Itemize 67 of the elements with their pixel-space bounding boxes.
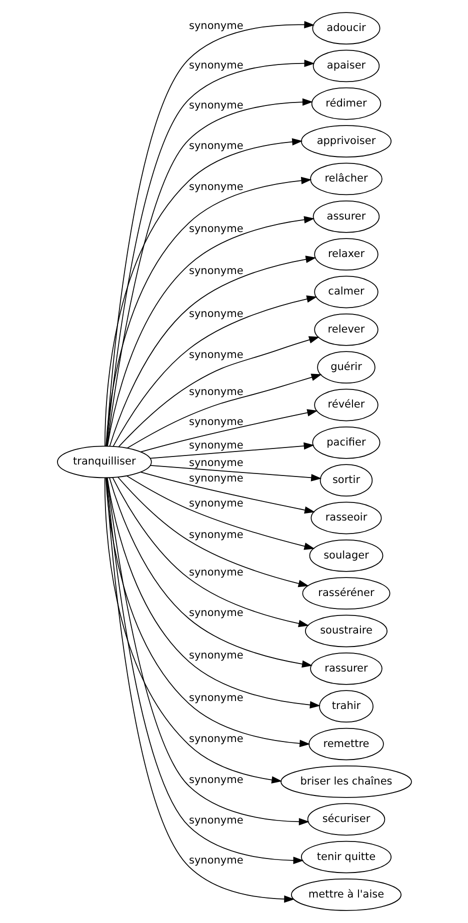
arrow: [117, 476, 308, 588]
edge-label: synonyme: [188, 606, 243, 619]
node-ellipse: pacifier: [312, 426, 380, 459]
edge-label: synonyme: [188, 59, 243, 72]
arrow: [105, 176, 312, 447]
node-ellipse: sortir: [319, 464, 372, 497]
arrow: [104, 138, 302, 447]
arrow: [118, 336, 320, 448]
node-ellipse: rédimer: [310, 87, 381, 120]
node-ellipse: apprivoiser: [300, 125, 392, 158]
node-ellipse: guérir: [316, 351, 375, 384]
node-ellipse: relâcher: [310, 162, 382, 196]
edge-label: synonyme: [188, 439, 243, 452]
edge-label: synonyme: [188, 854, 243, 867]
node-ellipse: apaiser: [312, 50, 380, 82]
node-ellipse: remettre: [308, 728, 384, 760]
arrow: [150, 464, 322, 482]
edge-label: synonyme: [188, 472, 243, 485]
edge-label: synonyme: [188, 386, 243, 398]
edge-label: synonyme: [188, 497, 243, 510]
node-ellipse: adoucir: [312, 12, 380, 44]
edge-label: synonyme: [188, 100, 243, 112]
node-ellipse: calmer: [314, 276, 378, 308]
node-ellipse: trahir: [318, 690, 373, 723]
node-ellipse: révéler: [314, 388, 378, 422]
edge-label: synonyme: [188, 774, 243, 786]
edge-label: synonyme: [188, 349, 243, 362]
node-ellipse: rassurer: [310, 652, 382, 685]
arrow: [104, 478, 310, 748]
arrow: [104, 477, 282, 784]
arrow: [140, 472, 315, 514]
node-ellipse: relever: [314, 313, 378, 346]
edge-label: synonyme: [188, 20, 243, 32]
arrow: [126, 476, 314, 550]
edge-label: synonyme: [188, 528, 243, 541]
arrow: [106, 477, 320, 709]
arrow: [140, 409, 318, 452]
node-ellipse: relaxer: [314, 238, 378, 271]
node-ellipse: mettre à l'aise: [290, 878, 401, 911]
arrow: [108, 477, 312, 668]
node-ellipse: sécuriser: [306, 803, 385, 836]
arrow: [112, 477, 309, 628]
edge-label: synonyme: [188, 181, 243, 194]
edge-label: synonyme: [188, 223, 243, 236]
node-ellipse: assurer: [312, 200, 380, 233]
node-ellipse: rasséréner: [302, 577, 390, 610]
arrow: [106, 216, 314, 446]
arrow: [126, 374, 322, 448]
edge-label: synonyme: [188, 456, 243, 469]
edge-label: synonyme: [188, 265, 243, 278]
edge-label: synonyme: [188, 308, 243, 320]
node-ellipse: briser les chaînes: [280, 765, 412, 798]
node-ellipse: soustraire: [304, 614, 387, 648]
arrow: [108, 256, 316, 447]
edge-label: synonyme: [188, 140, 243, 152]
edge-label: synonyme: [188, 814, 243, 826]
edge-label: synonyme: [188, 566, 243, 578]
node-ellipse: rasseoir: [310, 502, 382, 534]
arrow: [149, 442, 314, 459]
edge-label: synonyme: [188, 732, 243, 745]
arrow: [112, 295, 317, 447]
node-ellipse: tenir quitte: [300, 840, 392, 874]
edge-label: synonyme: [188, 416, 243, 428]
edge-label: synonyme: [188, 692, 243, 704]
node-ellipse: tranquilliser: [56, 446, 152, 478]
edge-label: synonyme: [188, 650, 243, 662]
node-ellipse: soulager: [308, 539, 383, 572]
